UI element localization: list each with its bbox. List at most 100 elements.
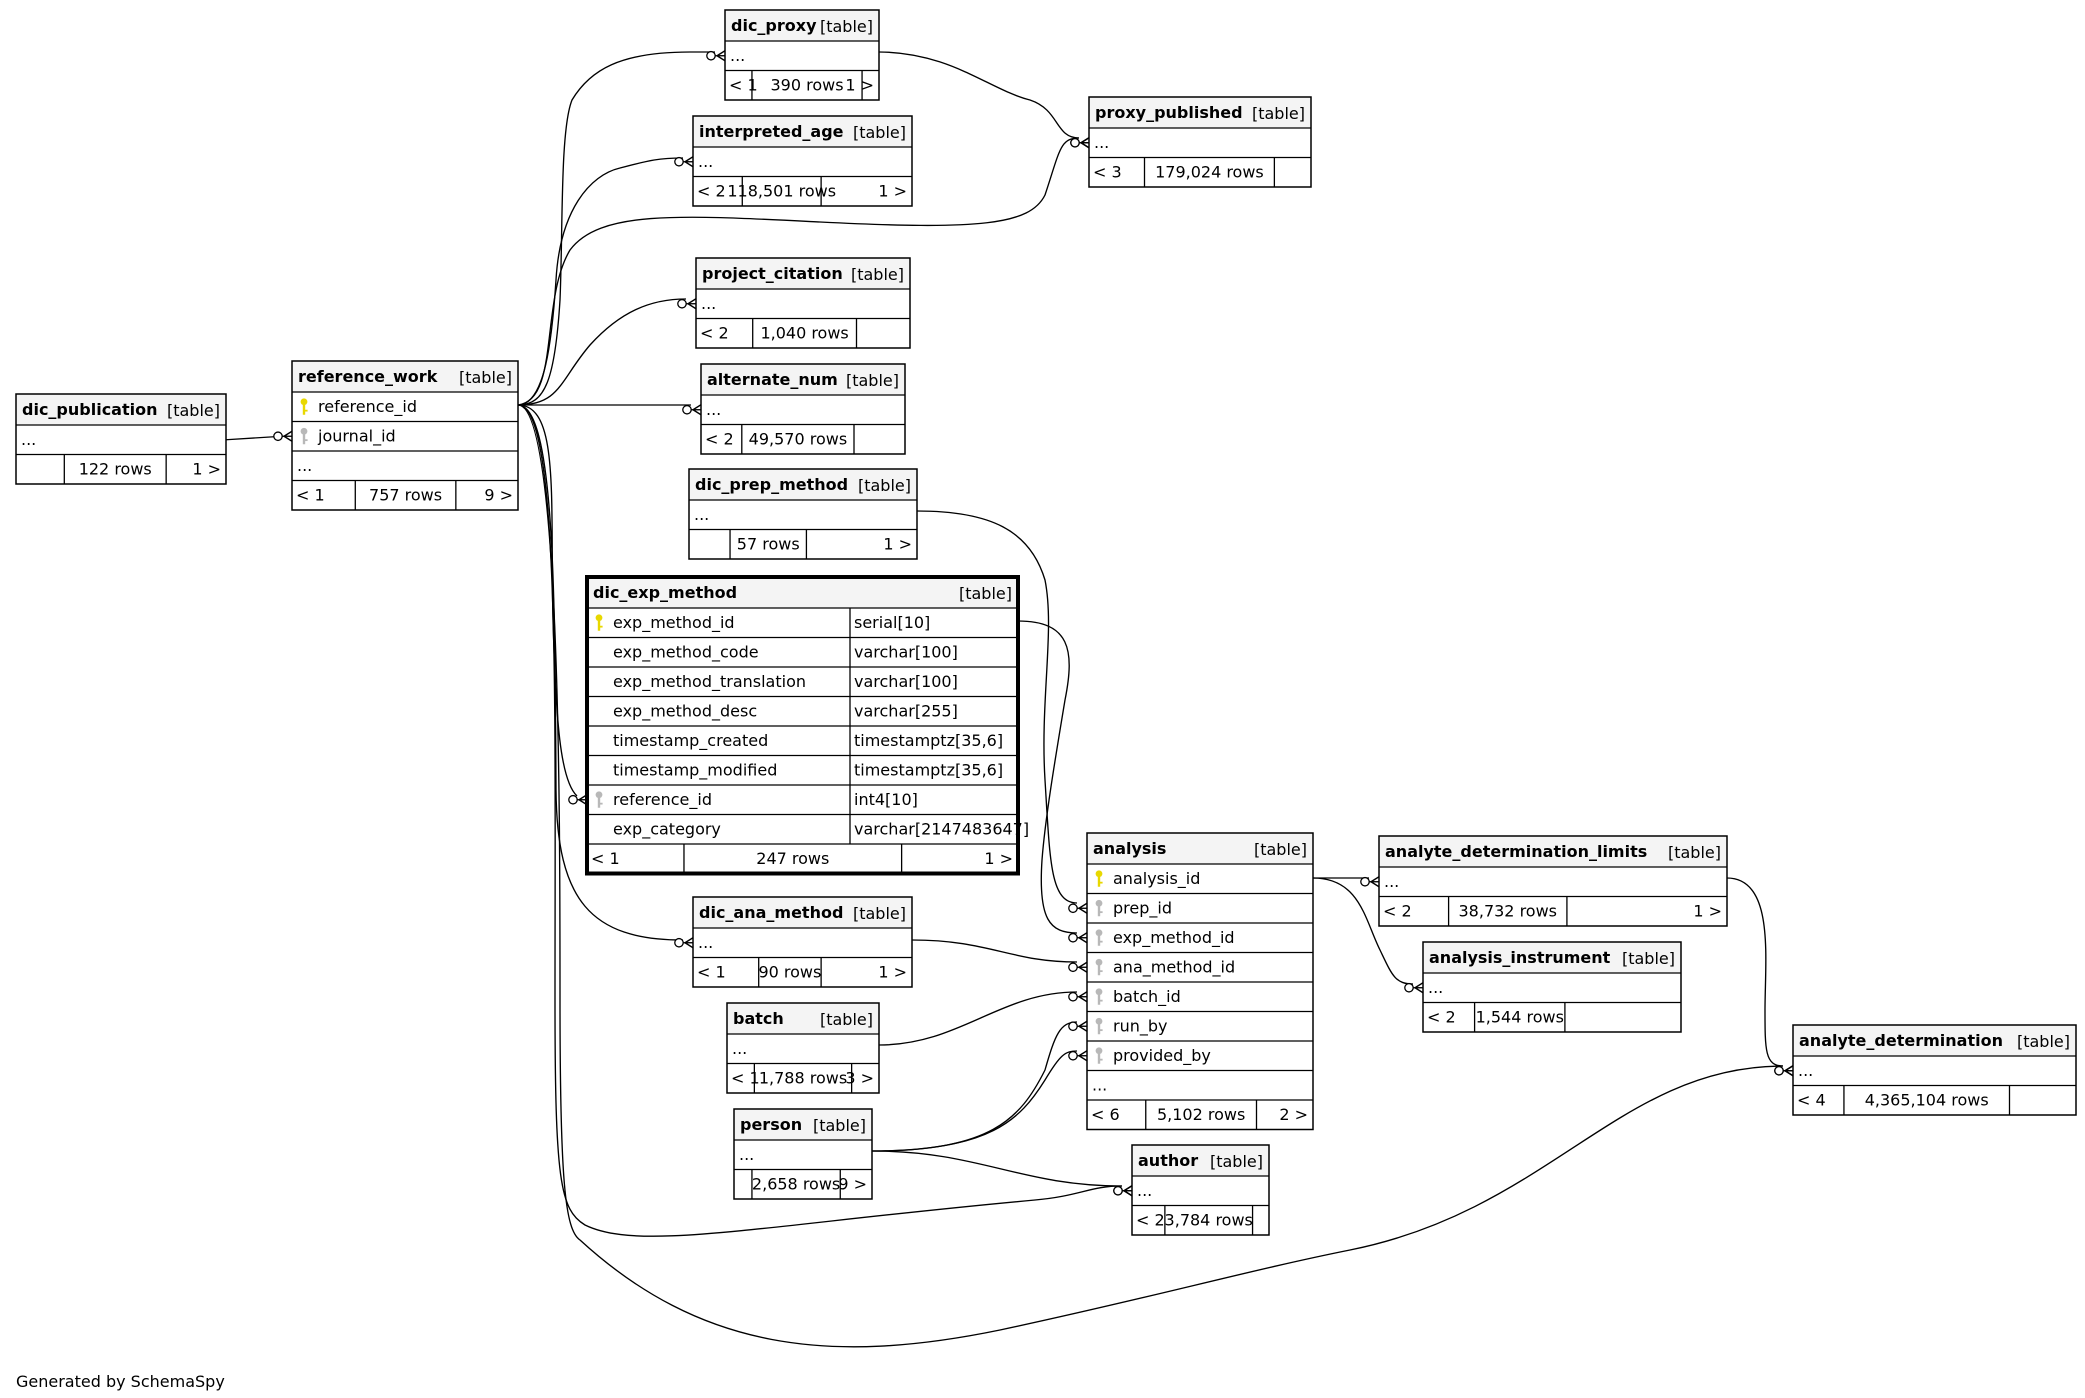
child-count: 1 >	[192, 460, 221, 479]
optional-marker-icon	[1113, 1185, 1123, 1196]
table-name: reference_work	[298, 367, 438, 386]
field-name: journal_id	[317, 427, 396, 447]
field-row: ...	[1137, 1181, 1152, 1200]
field-row: exp_method_id	[1095, 928, 1235, 948]
field-row: ...	[701, 294, 716, 313]
field-row: ...	[698, 933, 713, 952]
field-name: prep_id	[1113, 899, 1172, 919]
field-row: ...	[732, 1039, 747, 1058]
relationship-line	[225, 430, 293, 442]
child-count: 3 >	[845, 1069, 874, 1088]
table-type-label: [table]	[1254, 840, 1307, 859]
field-name: ...	[698, 933, 713, 952]
table-type-label: [table]	[853, 904, 906, 923]
optional-marker-icon	[568, 794, 578, 805]
parent-count: < 2	[1383, 902, 1412, 921]
primary-key-icon	[300, 398, 308, 415]
optional-marker-icon	[1068, 962, 1078, 973]
relationship-line	[1313, 876, 1380, 888]
relationship-line	[871, 1020, 1088, 1152]
child-count: 2 >	[1279, 1105, 1308, 1124]
table-name: author	[1138, 1151, 1198, 1170]
table-name: dic_ana_method	[699, 903, 843, 922]
field-name: ana_method_id	[1113, 958, 1235, 978]
table-type-label: [table]	[853, 123, 906, 142]
table-type-label: [table]	[959, 584, 1012, 603]
field-name: analysis_id	[1113, 869, 1200, 889]
parent-count: < 1	[731, 1069, 760, 1088]
relationship-line	[871, 1050, 1088, 1152]
field-type: timestamptz[35,6]	[854, 761, 1003, 780]
child-count: 1 >	[845, 76, 874, 95]
relationship-line	[916, 510, 1088, 914]
table-type-label: [table]	[820, 1010, 873, 1029]
table-reference-work[interactable]: reference_work[table]reference_idjournal…	[291, 360, 519, 511]
child-count: 1 >	[878, 963, 907, 982]
row-count: 49,570 rows	[749, 430, 848, 449]
field-name: ...	[1428, 978, 1443, 997]
row-count: 57 rows	[737, 535, 800, 554]
table-analyte-determination-limits[interactable]: analyte_determination_limits [table]... < …	[1378, 835, 1728, 927]
field-name: batch_id	[1113, 987, 1181, 1007]
parent-count: < 4	[1797, 1091, 1826, 1110]
table-name: analysis	[1093, 839, 1166, 858]
field-name: timestamp_modified	[613, 761, 777, 781]
row-count: 118,501 rows	[727, 182, 836, 201]
table-type-label: [table]	[813, 1116, 866, 1135]
parent-count: < 3	[1093, 163, 1122, 182]
footer-text: Generated by SchemaSpy	[16, 1372, 225, 1391]
parent-count: < 2	[700, 324, 729, 343]
child-count: 1 >	[984, 849, 1013, 868]
field-name: ...	[1384, 872, 1399, 891]
parent-count: < 2	[705, 430, 734, 449]
table-name: proxy_published	[1095, 103, 1243, 122]
relationship-line	[517, 50, 726, 406]
child-count: 1 >	[1693, 902, 1722, 921]
row-count: 122 rows	[79, 460, 152, 479]
child-count: 1 >	[878, 182, 907, 201]
optional-marker-icon	[1068, 932, 1078, 943]
optional-marker-icon	[1068, 1021, 1078, 1032]
foreign-key-icon	[1095, 899, 1103, 917]
table-name: dic_prep_method	[695, 475, 848, 494]
table-type-label: [table]	[1668, 843, 1721, 862]
row-count: 90 rows	[758, 963, 821, 982]
field-row: run_by	[1095, 1017, 1167, 1037]
field-row: ...	[1092, 1076, 1107, 1095]
table-name: analyte_determination	[1799, 1031, 2003, 1050]
field-name: reference_id	[318, 397, 417, 417]
foreign-key-icon	[595, 791, 603, 808]
field-row: reference_id	[300, 397, 417, 417]
table-name: analyte_determination_limits	[1385, 842, 1647, 861]
field-name: exp_method_id	[613, 613, 735, 633]
parent-count: < 2	[697, 182, 726, 201]
field-name: ...	[21, 430, 36, 449]
field-type: varchar[100]	[854, 643, 958, 662]
table-analysis[interactable]: analysis [table] analysis_id prep_id exp_met…	[1086, 832, 1314, 1131]
row-count: 1,544 rows	[1476, 1008, 1564, 1027]
row-count: 390 rows	[770, 76, 843, 95]
field-row: ...	[297, 456, 312, 475]
field-row: ...	[1384, 872, 1399, 891]
table-name: project_citation	[702, 264, 843, 283]
